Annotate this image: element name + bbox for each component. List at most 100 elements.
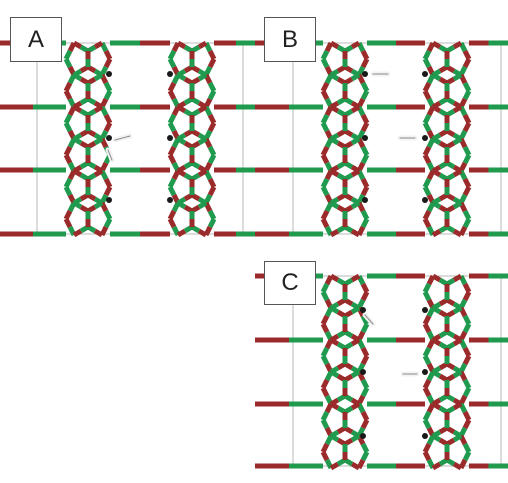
bond-segment <box>190 172 201 182</box>
unit-cell-outline <box>292 275 502 467</box>
bond-segment <box>422 314 432 326</box>
bond-segment <box>422 185 432 197</box>
bond-segment <box>343 405 354 415</box>
bond-segment <box>431 337 442 347</box>
bond-segment <box>438 108 449 118</box>
panel-label-a: A <box>10 17 62 62</box>
bond-segment <box>320 314 330 326</box>
bond-segment <box>452 401 463 411</box>
bond-segment <box>438 309 449 319</box>
bond-segment <box>462 346 472 358</box>
bond-segment <box>207 89 217 101</box>
bond-segment <box>79 44 90 54</box>
bond-segment <box>167 81 177 93</box>
panel-a: A <box>0 0 260 250</box>
atom-marker <box>422 135 428 141</box>
atom-marker <box>422 307 428 313</box>
bond-segment <box>167 49 177 61</box>
bond-segment <box>445 309 456 319</box>
bond-segment <box>86 76 97 86</box>
bond-segment <box>343 204 354 214</box>
defect-outline <box>114 135 131 141</box>
lattice-c <box>255 273 508 471</box>
bond-segment <box>320 113 330 125</box>
bond-segment <box>103 185 113 197</box>
bond-segment <box>183 192 194 202</box>
bond-segment <box>343 425 354 435</box>
bond-segment <box>462 282 472 294</box>
bond-segment <box>207 185 217 197</box>
atom-marker <box>167 135 173 141</box>
bond-segment <box>176 136 187 146</box>
bond-segment <box>445 297 456 307</box>
bond-segment <box>320 121 330 133</box>
bond-segment <box>445 128 456 138</box>
bond-segment <box>422 290 432 302</box>
bond-segment <box>320 418 330 430</box>
bond-segment <box>320 290 330 302</box>
bond-segment <box>350 337 361 347</box>
bond-segment <box>63 49 73 61</box>
atom-marker <box>360 433 366 439</box>
bond-segment <box>329 40 340 50</box>
bond-segment <box>320 145 330 157</box>
bond-segment <box>320 209 330 221</box>
bond-segment <box>422 89 432 101</box>
bond-segment <box>445 172 456 182</box>
bond-segment <box>320 57 330 69</box>
bond-segment <box>190 108 201 118</box>
bond-segment <box>462 57 472 69</box>
bond-segment <box>320 81 330 93</box>
bond-segment <box>360 209 370 221</box>
bond-segment <box>183 108 194 118</box>
bond-segment <box>445 140 456 150</box>
bond-segment <box>103 89 113 101</box>
bond-segment <box>329 305 340 315</box>
bond-segment <box>197 136 208 146</box>
bond-segment <box>445 192 456 202</box>
bond-segment <box>360 346 370 358</box>
bond-segment <box>462 49 472 61</box>
bond-segment <box>103 217 113 229</box>
bond-segment <box>445 457 456 467</box>
bond-segment <box>72 104 83 114</box>
bond-segment <box>86 204 97 214</box>
bond-segment <box>183 44 194 54</box>
bond-segment <box>336 96 347 106</box>
bond-segment <box>167 121 177 133</box>
bond-segment <box>329 461 340 471</box>
bond-segment <box>190 204 201 214</box>
bond-segment <box>462 354 472 366</box>
bond-segment <box>336 224 347 234</box>
bond-segment <box>360 418 370 430</box>
bond-segment <box>79 224 90 234</box>
bond-segment <box>320 386 330 398</box>
bond-segment <box>93 136 104 146</box>
bond-segment <box>343 309 354 319</box>
bond-segment <box>438 192 449 202</box>
atom-marker <box>106 197 112 203</box>
bond-segment <box>79 172 90 182</box>
bond-segment <box>422 153 432 165</box>
bond-segment <box>452 433 463 443</box>
bond-segment <box>350 369 361 379</box>
bond-segment <box>445 277 456 287</box>
bond-segment <box>320 450 330 462</box>
bond-segment <box>350 305 361 315</box>
bond-segment <box>72 228 83 238</box>
bond-segment <box>462 153 472 165</box>
bond-segment <box>343 437 354 447</box>
bond-segment <box>438 64 449 74</box>
bond-segment <box>336 128 347 138</box>
bond-segment <box>343 192 354 202</box>
bond-segment <box>183 96 194 106</box>
bond-segment <box>176 104 187 114</box>
atom-marker <box>106 71 112 77</box>
bond-segment <box>431 305 442 315</box>
bond-segment <box>190 140 201 150</box>
bond-segment <box>452 168 463 178</box>
bond-segment <box>438 172 449 182</box>
bond-segment <box>336 361 347 371</box>
bond-segment <box>360 153 370 165</box>
bond-segment <box>207 81 217 93</box>
